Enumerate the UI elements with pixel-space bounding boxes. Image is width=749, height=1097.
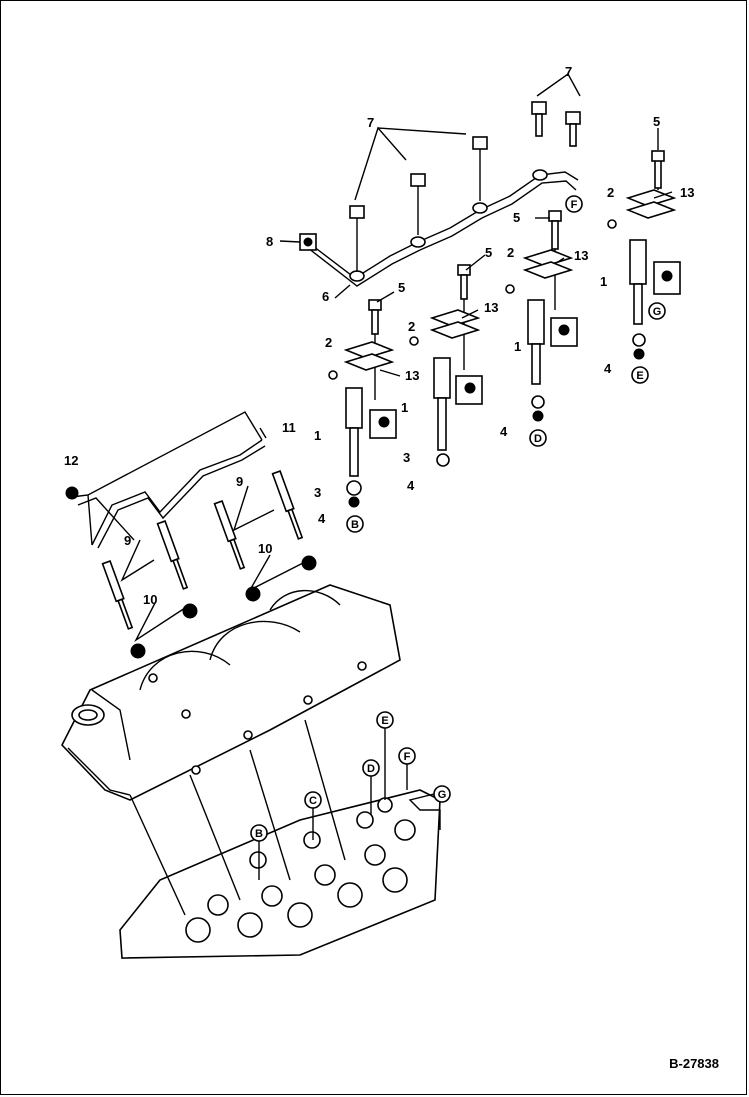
figure-code: B-27838 (669, 1056, 719, 1071)
svg-text:B: B (255, 828, 263, 840)
injector-group-b (328, 318, 397, 508)
callout-8: 8 (266, 234, 273, 249)
callout-13-e: 13 (680, 185, 694, 200)
svg-text:G: G (653, 306, 662, 318)
letter-d-bottom: D (362, 759, 380, 777)
svg-text:F: F (571, 199, 578, 211)
callout-11: 11 (282, 420, 296, 435)
banjo-bolts (349, 101, 581, 272)
callout-5-top: 5 (653, 114, 660, 129)
leader-lines (77, 72, 673, 643)
callout-13-b: 13 (405, 368, 419, 383)
letter-g-bottom: G (433, 785, 451, 803)
fuel-return-line (304, 169, 579, 287)
callout-9-left: 9 (124, 533, 131, 548)
callout-5-c: 5 (485, 245, 492, 260)
callout-7-left: 7 (367, 115, 374, 130)
svg-text:D: D (367, 763, 375, 775)
letter-e-bottom: E (376, 711, 394, 729)
callout-2-e: 2 (607, 185, 614, 200)
projection-lines (129, 719, 346, 916)
injector-group-c (409, 282, 483, 467)
glow-plugs (101, 470, 317, 659)
svg-text:E: E (636, 370, 643, 382)
callout-2-d: 2 (507, 245, 514, 260)
clamp-bolts (368, 150, 665, 335)
letter-e-top: E (631, 366, 649, 384)
letter-g-top: G (648, 302, 666, 320)
letter-b-bottom: B (250, 824, 268, 842)
reference-letters: F G E D B E F D G C B (250, 195, 666, 880)
callout-1-e: 1 (600, 274, 607, 289)
callout-4-e: 4 (604, 361, 612, 376)
svg-text:C: C (309, 795, 317, 807)
callout-13-d: 13 (574, 248, 588, 263)
callout-3-c: 3 (403, 450, 410, 465)
return-line-fitting (299, 233, 317, 251)
callout-1-c: 1 (401, 400, 408, 415)
svg-text:B: B (351, 519, 359, 531)
callout-5-b: 5 (398, 280, 405, 295)
callout-5-d: 5 (513, 210, 520, 225)
svg-text:G: G (438, 789, 447, 801)
svg-text:E: E (381, 715, 388, 727)
callout-1-b: 1 (314, 428, 321, 443)
callout-7-right: 7 (565, 64, 572, 79)
callout-2-b: 2 (325, 335, 332, 350)
callout-12: 12 (64, 453, 78, 468)
callout-10-right: 10 (258, 541, 272, 556)
svg-text:F: F (404, 751, 411, 763)
letter-d-top: D (529, 429, 547, 447)
callout-13-c: 13 (484, 300, 498, 315)
glow-plug-connector-bar (65, 411, 266, 549)
callout-4-d: 4 (500, 424, 508, 439)
callout-4-b: 4 (318, 511, 326, 526)
injector-group-d (505, 218, 578, 422)
callout-6: 6 (322, 289, 329, 304)
letter-b-top: B (346, 515, 364, 533)
cylinder-head (119, 789, 441, 959)
callout-labels: 7 7 5 2 13 5 8 5 2 13 1 5 6 13 2 2 1 4 1… (64, 64, 694, 607)
valve-cover (61, 584, 401, 801)
letter-c-bottom: C (304, 791, 322, 809)
callout-1-d: 1 (514, 339, 521, 354)
letter-f-bottom: F (398, 747, 416, 765)
svg-text:D: D (534, 433, 542, 445)
callout-10-left: 10 (143, 592, 157, 607)
injector-group-e (607, 155, 681, 360)
callout-4-c: 4 (407, 478, 415, 493)
letter-f-top: F (565, 195, 583, 213)
callout-2-c: 2 (408, 319, 415, 334)
callout-3-b: 3 (314, 485, 321, 500)
callout-9-right: 9 (236, 474, 243, 489)
